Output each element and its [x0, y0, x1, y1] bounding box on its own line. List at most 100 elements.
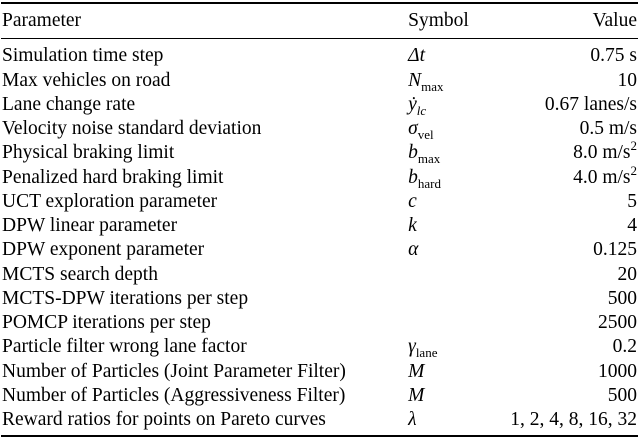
parameter-cell: UCT exploration parameter: [2, 190, 218, 212]
symbol-main: N: [408, 69, 422, 91]
symbol-main: λ: [408, 409, 417, 431]
symbol-main: c: [408, 190, 417, 212]
value-text: 0.5 m/s: [579, 118, 637, 140]
value-text: 8.0 m/s: [573, 142, 631, 164]
parameter-cell: DPW linear parameter: [2, 215, 178, 237]
symbol-main: ẏ: [408, 93, 417, 115]
value-cell: 0.125: [510, 238, 638, 262]
parameter-cell: Penalized hard braking limit: [2, 166, 224, 188]
value-text: 1000: [598, 360, 637, 382]
header-parameter: Parameter: [2, 10, 82, 32]
table-row: Velocity noise standard deviation σvel 0.5…: [1, 117, 638, 141]
symbol-main: k: [408, 215, 417, 237]
symbol-subscript: lane: [415, 345, 438, 361]
parameter-cell: POMCP iterations per step: [2, 312, 211, 334]
symbol-main: b: [408, 142, 418, 164]
symbol-cell: Nmax: [408, 68, 510, 92]
symbol-main: M: [408, 384, 425, 406]
parameter-table: Parameter Symbol Value Simulation time s…: [1, 2, 638, 437]
value-text: 500: [607, 384, 637, 406]
value-text: 500: [607, 287, 637, 309]
symbol-cell: γlane: [408, 335, 510, 359]
table-row: DPW linear parameter k 4: [1, 214, 638, 238]
table-row: MCTS-DPW iterations per step 500: [1, 287, 638, 311]
value-cell: 0.67 lanes/s: [510, 93, 638, 117]
value-text: 5: [627, 190, 637, 212]
value-cell: 4.0 m/s2: [510, 162, 638, 189]
symbol-cell: Δt: [408, 39, 510, 69]
table-row: Number of Particles (Aggressiveness Filt…: [1, 384, 638, 408]
table-row: UCT exploration parameter c 5: [1, 190, 638, 214]
value-text: 0.125: [593, 239, 637, 261]
symbol-main: b: [408, 166, 418, 188]
value-text: 0.67 lanes/s: [544, 93, 637, 115]
symbol-cell: [408, 287, 510, 311]
parameter-cell: MCTS search depth: [2, 263, 158, 285]
table-row: Number of Particles (Joint Parameter Fil…: [1, 359, 638, 383]
value-superscript: 2: [630, 138, 638, 154]
symbol-cell: bhard: [408, 165, 510, 189]
table-row: POMCP iterations per step 2500: [1, 311, 638, 335]
table-row: Particle filter wrong lane factor γlane 0.…: [1, 335, 638, 359]
symbol-cell: ẏlc: [408, 93, 510, 117]
value-cell: 0.75 s: [510, 39, 638, 69]
value-cell: 5: [510, 190, 638, 214]
table-row: MCTS search depth 20: [1, 262, 638, 286]
header-row: Parameter Symbol Value: [1, 3, 638, 39]
value-text: 4.0 m/s: [573, 166, 631, 188]
table-row: Max vehicles on road Nmax 10: [1, 68, 638, 92]
symbol-cell: [408, 262, 510, 286]
value-text: 1, 2, 4, 8, 16, 32: [510, 409, 637, 431]
parameter-cell: Physical braking limit: [2, 142, 175, 164]
symbol-main: α: [408, 239, 419, 261]
symbol-cell: bmax: [408, 141, 510, 165]
symbol-main: Δt: [408, 45, 425, 67]
value-text: 0.2: [612, 336, 637, 358]
symbol-main: γ: [408, 336, 416, 358]
value-cell: 8.0 m/s2: [510, 138, 638, 165]
parameter-cell: Number of Particles (Aggressiveness Filt…: [2, 384, 346, 406]
parameter-cell: DPW exponent parameter: [2, 239, 205, 261]
value-text: 10: [617, 69, 638, 91]
symbol-cell: α: [408, 238, 510, 262]
symbol-subscript: lc: [416, 102, 427, 118]
symbol-cell: k: [408, 214, 510, 238]
symbol-main: σ: [408, 118, 418, 140]
symbol-main: M: [408, 360, 425, 382]
symbol-cell: M: [408, 359, 510, 383]
parameter-cell: Particle filter wrong lane factor: [2, 336, 247, 358]
parameter-cell: MCTS-DPW iterations per step: [2, 287, 249, 309]
parameter-cell: Max vehicles on road: [2, 69, 171, 91]
header-value: Value: [592, 10, 637, 32]
symbol-cell: [408, 311, 510, 335]
symbol-subscript: max: [417, 151, 441, 167]
value-text: 0.75 s: [590, 45, 637, 67]
value-text: 20: [617, 263, 638, 285]
symbol-subscript: vel: [417, 127, 434, 143]
value-cell: 0.5 m/s: [510, 117, 638, 141]
parameter-cell: Reward ratios for points on Pareto curve…: [2, 409, 326, 431]
symbol-subscript: hard: [417, 175, 441, 191]
table-row: DPW exponent parameter α 0.125: [1, 238, 638, 262]
value-cell: 1000: [510, 359, 638, 383]
value-cell: 500: [510, 287, 638, 311]
symbol-cell: c: [408, 190, 510, 214]
table-row: Reward ratios for points on Pareto curve…: [1, 408, 638, 436]
value-cell: 10: [510, 68, 638, 92]
value-cell: 0.2: [510, 335, 638, 359]
symbol-cell: M: [408, 384, 510, 408]
value-text: 2500: [598, 312, 637, 334]
value-cell: 2500: [510, 311, 638, 335]
header-symbol: Symbol: [408, 10, 469, 32]
value-text: 4: [627, 215, 637, 237]
parameter-cell: Velocity noise standard deviation: [2, 118, 262, 140]
value-cell: 4: [510, 214, 638, 238]
value-superscript: 2: [630, 162, 638, 178]
value-cell: 1, 2, 4, 8, 16, 32: [510, 408, 638, 436]
